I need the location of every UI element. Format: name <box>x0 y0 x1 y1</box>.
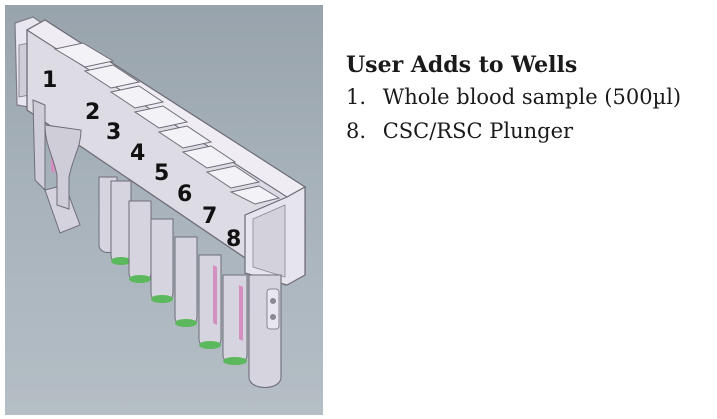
well-label-3: 3 <box>106 120 121 145</box>
well-label-5: 5 <box>154 161 169 186</box>
tube-plunger <box>248 274 282 389</box>
legend-item-number: 8. <box>346 119 367 143</box>
tube <box>198 254 222 349</box>
right-end-block-face <box>252 204 286 278</box>
tube <box>44 124 82 210</box>
legend-item: 1. Whole blood sample (500µl) <box>346 80 681 114</box>
well-opening <box>157 125 213 149</box>
legend-item-number: 1. <box>346 85 367 109</box>
well-opening <box>133 105 189 129</box>
seal-ring <box>223 357 247 365</box>
seal-ring <box>111 257 131 265</box>
tube <box>150 218 174 303</box>
well-label-6: 6 <box>177 182 192 207</box>
pink-seal <box>239 285 243 341</box>
cartridge-figure: 1 2 3 4 5 6 7 8 <box>5 5 323 415</box>
legend-item-text: Whole blood sample (500µl) <box>382 85 682 109</box>
legend-title: User Adds to Wells <box>346 52 578 78</box>
well-label-8: 8 <box>226 227 241 252</box>
well-opening <box>109 85 165 109</box>
well-opening <box>83 64 141 89</box>
legend-item-text: CSC/RSC Plunger <box>382 119 574 143</box>
tube-group <box>44 124 282 389</box>
well-opening <box>53 42 115 68</box>
legend-item: 8. CSC/RSC Plunger <box>346 114 681 148</box>
legend: User Adds to Wells 1. Whole blood sample… <box>346 50 681 148</box>
pink-seal <box>213 265 217 325</box>
seal-ring <box>151 295 173 303</box>
tube <box>174 236 198 327</box>
seal-ring <box>175 319 197 327</box>
well-label-7: 7 <box>202 204 217 229</box>
left-column <box>32 99 46 192</box>
well-label-4: 4 <box>130 141 145 166</box>
well-label-2: 2 <box>85 100 100 125</box>
well-label-1: 1 <box>42 68 57 93</box>
well-opening <box>181 145 237 169</box>
well-opening <box>205 165 261 189</box>
well-openings <box>53 42 281 205</box>
seal-ring <box>199 341 221 349</box>
cartridge-illustration: 1 2 3 4 5 6 7 8 <box>14 16 307 389</box>
well-opening <box>229 185 281 205</box>
tube <box>222 274 248 365</box>
seal-ring <box>129 275 151 283</box>
well-labels: 1 2 3 4 5 6 7 8 <box>42 68 241 252</box>
tube <box>110 180 132 265</box>
tube <box>128 200 152 283</box>
